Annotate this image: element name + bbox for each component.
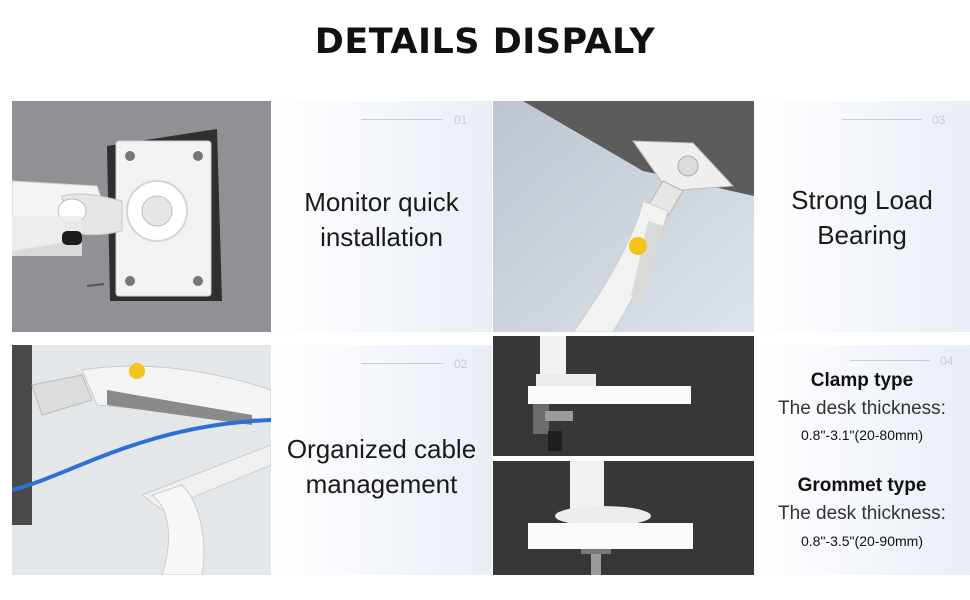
brand-logo-badge <box>629 237 647 255</box>
clamp-thickness-value: 0.8"-3.1"(20-80mm) <box>801 427 923 443</box>
photo-clamp-type <box>493 336 754 456</box>
feature-number: 04 <box>940 354 954 368</box>
number-divider <box>850 360 930 361</box>
number-divider <box>842 119 922 120</box>
brand-logo-badge <box>129 363 145 379</box>
feature-title-line-1: Strong Load <box>791 185 933 215</box>
grommet-thickness-value: 0.8"-3.5"(20-90mm) <box>801 533 923 549</box>
feature-title-line-2: management <box>305 469 458 499</box>
photo-grommet-type <box>493 461 754 575</box>
feature-title-line-1: Monitor quick <box>304 187 459 217</box>
feature-card-cable-management: 02 Organized cable management <box>271 345 492 575</box>
feature-card-desk-thickness: 04 Clamp type The desk thickness: 0.8"-3… <box>754 345 970 575</box>
clamp-thickness-label: The desk thickness: <box>778 398 946 419</box>
feature-number: 03 <box>932 113 946 127</box>
number-divider <box>361 119 443 120</box>
feature-title-line-1: Organized cable <box>286 434 477 464</box>
feature-number: 01 <box>454 113 468 127</box>
photo-load-bearing <box>493 101 754 332</box>
photo-monitor-mount <box>12 101 271 332</box>
photo-cable-management <box>12 345 271 575</box>
feature-title-line-2: Bearing <box>817 220 907 250</box>
page-title: DETAILS DISPALY <box>314 22 656 62</box>
grommet-thickness-label: The desk thickness: <box>778 503 946 524</box>
feature-card-load-bearing: 03 Strong Load Bearing <box>754 101 970 332</box>
number-divider <box>361 363 443 364</box>
clamp-type-heading: Clamp type <box>810 370 914 391</box>
feature-title-line-2: installation <box>320 222 443 252</box>
grommet-type-heading: Grommet type <box>797 475 927 496</box>
feature-number: 02 <box>454 357 468 371</box>
feature-card-monitor-installation: 01 Monitor quick installation <box>271 101 492 332</box>
